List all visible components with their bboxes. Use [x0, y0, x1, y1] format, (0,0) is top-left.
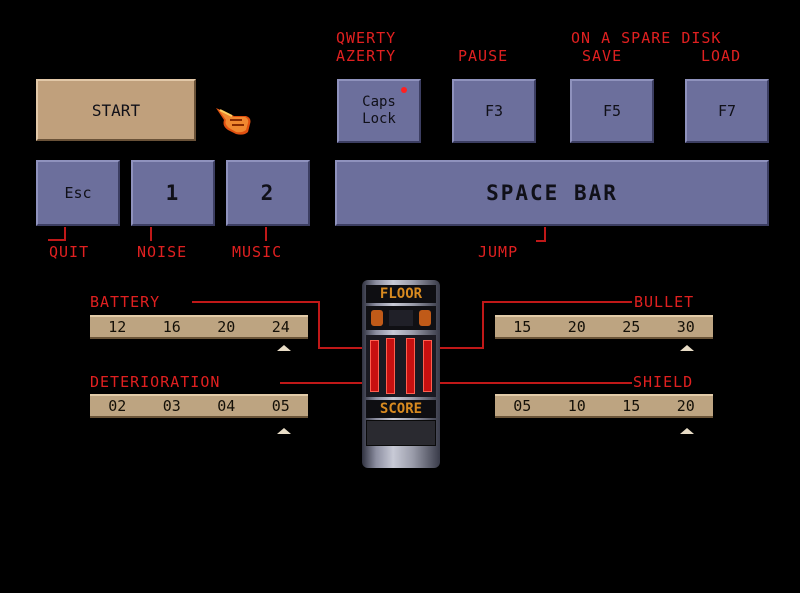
quit-connector [64, 227, 66, 241]
battery-option: 16 [162, 318, 181, 336]
battery-gauge [370, 340, 379, 392]
label-save: SAVE [582, 47, 623, 65]
start-button[interactable]: START [36, 79, 196, 141]
label-shield: SHIELD [633, 373, 694, 391]
floor-right-indicator-icon [419, 310, 431, 326]
label-spare-disk: ON A SPARE DISK [571, 29, 722, 47]
label-jump: JUMP [478, 243, 519, 261]
quit-connector-h [48, 239, 66, 241]
bullet-option: 25 [622, 318, 641, 336]
shield-connector [424, 382, 632, 384]
label-battery: BATTERY [90, 293, 161, 311]
shield-option: 05 [513, 397, 532, 415]
label-qwerty: QWERTY [336, 29, 397, 47]
shield-selection-marker[interactable] [680, 428, 694, 434]
label-deterioration: DETERIORATION [90, 373, 221, 391]
jump-connector-h [536, 240, 546, 242]
f5-key[interactable]: F5 [570, 79, 654, 143]
deterioration-selection-marker[interactable] [277, 428, 291, 434]
label-music: MUSIC [232, 243, 283, 261]
deterioration-connector [280, 382, 380, 384]
floor-left-indicator-icon [371, 310, 383, 326]
shield-option: 10 [567, 397, 586, 415]
caps-lock-label: Caps Lock [362, 94, 396, 127]
bullet-gauge [406, 338, 415, 394]
esc-key[interactable]: Esc [36, 160, 120, 226]
bullet-connector-v [482, 301, 484, 349]
caps-lock-indicator-icon [401, 87, 407, 93]
f7-key[interactable]: F7 [685, 79, 769, 143]
deterioration-option: 05 [271, 397, 290, 415]
battery-option: 20 [217, 318, 236, 336]
shield-option: 20 [676, 397, 695, 415]
floor-label: FLOOR [366, 285, 436, 303]
jump-connector [544, 227, 546, 241]
f3-key[interactable]: F3 [452, 79, 536, 143]
music-key[interactable]: 2 [226, 160, 310, 226]
battery-option: 12 [108, 318, 127, 336]
deterioration-gauge [386, 338, 395, 394]
caps-lock-key[interactable]: Caps Lock [337, 79, 421, 143]
battery-connector [192, 301, 319, 303]
label-quit: QUIT [49, 243, 90, 261]
label-noise: NOISE [137, 243, 188, 261]
bullet-option: 20 [567, 318, 586, 336]
shield-option: 15 [622, 397, 641, 415]
bullet-option: 15 [513, 318, 532, 336]
bullet-connector-h2 [408, 347, 484, 349]
score-label: SCORE [366, 400, 436, 418]
noise-key[interactable]: 1 [131, 160, 215, 226]
battery-selection-marker[interactable] [277, 345, 291, 351]
deterioration-option: 03 [162, 397, 181, 415]
battery-connector-h2 [318, 347, 396, 349]
label-azerty: AZERTY [336, 47, 397, 65]
battery-connector-v [318, 301, 320, 349]
noise-connector [150, 227, 152, 241]
deterioration-option: 02 [108, 397, 127, 415]
floor-center-window [389, 310, 413, 326]
label-pause: PAUSE [458, 47, 509, 65]
space-bar-key[interactable]: SPACE BAR [335, 160, 769, 226]
pointing-hand-icon [216, 108, 251, 135]
bullet-connector [482, 301, 632, 303]
battery-option: 24 [271, 318, 290, 336]
score-display [366, 420, 436, 446]
battery-selector[interactable]: 12 16 20 24 [90, 315, 308, 339]
bullet-selection-marker[interactable] [680, 345, 694, 351]
shield-gauge [423, 340, 432, 392]
bullet-selector[interactable]: 15 20 25 30 [495, 315, 713, 339]
deterioration-option: 04 [217, 397, 236, 415]
music-connector [265, 227, 267, 241]
label-load: LOAD [701, 47, 742, 65]
label-bullet: BULLET [634, 293, 695, 311]
deterioration-selector[interactable]: 02 03 04 05 [90, 394, 308, 418]
floor-score-device: FLOOR SCORE [362, 280, 440, 468]
bullet-option: 30 [676, 318, 695, 336]
shield-selector[interactable]: 05 10 15 20 [495, 394, 713, 418]
